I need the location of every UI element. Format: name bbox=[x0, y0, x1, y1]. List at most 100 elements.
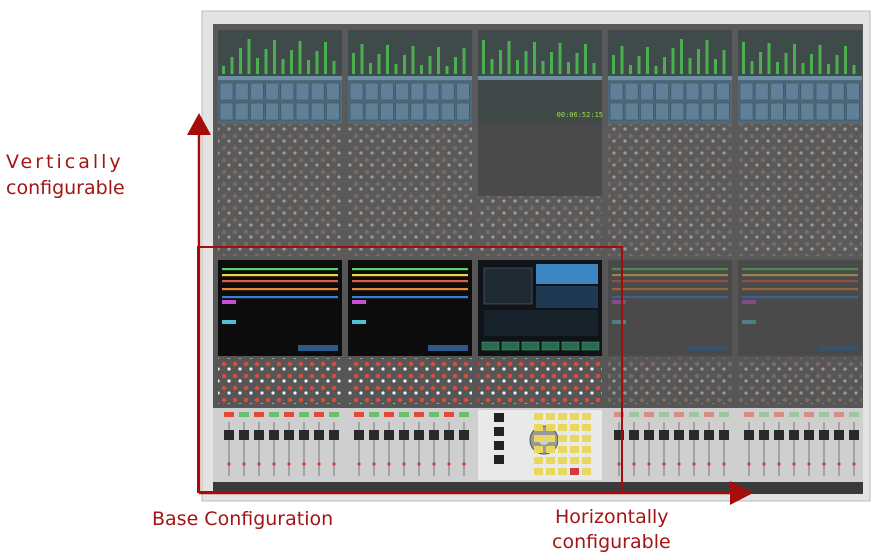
level-meter bbox=[256, 58, 259, 74]
centre-keypad-key bbox=[582, 446, 591, 453]
channel-button bbox=[224, 412, 234, 417]
vertically-configurable-label: Vertically bbox=[6, 151, 124, 173]
upper-tile bbox=[395, 82, 409, 101]
upper-tile bbox=[846, 102, 860, 121]
level-meter bbox=[222, 66, 225, 74]
upper-tile bbox=[219, 102, 234, 121]
upper-tile bbox=[685, 82, 700, 101]
upper-tile bbox=[265, 82, 279, 101]
fader-cap bbox=[849, 430, 859, 440]
channel-button bbox=[384, 412, 394, 417]
level-meter bbox=[273, 40, 276, 74]
level-meter bbox=[759, 52, 762, 74]
level-meter bbox=[332, 61, 336, 74]
fader-led bbox=[807, 462, 811, 466]
channel-button bbox=[689, 412, 699, 417]
channel-button bbox=[849, 412, 859, 417]
centre-soft-key bbox=[481, 341, 500, 351]
upper-tile bbox=[624, 102, 639, 121]
upper-tile bbox=[785, 102, 799, 121]
upper-tile bbox=[754, 102, 769, 121]
horizontal-arrow-head bbox=[730, 481, 753, 505]
channel-button bbox=[704, 412, 714, 417]
centre-keypad-key bbox=[546, 424, 555, 431]
upper-tile bbox=[280, 82, 295, 101]
level-meter bbox=[454, 57, 457, 74]
level-meter bbox=[281, 59, 285, 74]
screen-flag bbox=[222, 300, 236, 304]
channel-button bbox=[819, 412, 829, 417]
centre-keypad-key bbox=[546, 413, 555, 420]
meter-strip bbox=[478, 76, 602, 80]
fader-cap bbox=[284, 430, 294, 440]
level-meter bbox=[230, 57, 234, 74]
upper-tile bbox=[716, 102, 730, 121]
meter-bridge bbox=[738, 30, 862, 76]
level-meter bbox=[584, 44, 587, 74]
centre-upper-display bbox=[478, 80, 602, 124]
screen-footer bbox=[688, 345, 728, 351]
meter-strip bbox=[348, 76, 472, 80]
upper-tile bbox=[326, 102, 340, 121]
centre-blue-header bbox=[536, 264, 598, 284]
level-meter bbox=[264, 49, 268, 74]
channel-button bbox=[354, 412, 364, 417]
upper-tile bbox=[739, 102, 754, 121]
upper-tile bbox=[655, 102, 669, 121]
upper-tile bbox=[685, 102, 700, 121]
upper-tile bbox=[624, 82, 639, 101]
upper-tile bbox=[754, 82, 769, 101]
screen-parameter-row bbox=[612, 268, 728, 271]
centre-keypad-key bbox=[582, 468, 591, 475]
screen-parameter-row bbox=[742, 288, 858, 291]
fader-led bbox=[852, 462, 856, 466]
upper-tile bbox=[739, 82, 754, 101]
screen-parameter-row bbox=[352, 274, 468, 277]
channel-button bbox=[674, 412, 684, 417]
upper-tile bbox=[456, 82, 470, 101]
level-meter bbox=[307, 60, 310, 74]
channel-button bbox=[254, 412, 264, 417]
centre-soft-key bbox=[561, 341, 580, 351]
fader-led bbox=[707, 462, 711, 466]
fader-cap bbox=[254, 430, 264, 440]
channel-button bbox=[269, 412, 279, 417]
fader-led bbox=[447, 462, 451, 466]
centre-keypad-key bbox=[534, 468, 543, 475]
upper-tile bbox=[410, 102, 425, 121]
upper-tile bbox=[640, 102, 654, 121]
lower-knob-field bbox=[608, 358, 732, 404]
centre-keypad-key bbox=[582, 424, 591, 431]
level-meter bbox=[386, 45, 389, 74]
upper-tile bbox=[326, 82, 340, 101]
level-meter bbox=[360, 44, 364, 74]
channel-button bbox=[284, 412, 294, 417]
screen-flag bbox=[612, 320, 626, 324]
level-meter bbox=[784, 53, 788, 74]
fader-led bbox=[387, 462, 391, 466]
centre-keypad-key bbox=[546, 435, 555, 442]
upper-tile bbox=[785, 82, 799, 101]
centre-data-panel bbox=[484, 310, 598, 336]
meter-strip bbox=[608, 76, 732, 80]
level-meter bbox=[612, 55, 615, 74]
upper-tile bbox=[265, 102, 279, 121]
lower-knob-field bbox=[738, 358, 862, 404]
screen-parameter-row bbox=[742, 268, 858, 271]
centre-button bbox=[494, 413, 504, 422]
fader-led bbox=[272, 462, 276, 466]
upper-tile bbox=[770, 82, 784, 101]
fader-led bbox=[837, 462, 841, 466]
level-meter bbox=[482, 40, 485, 74]
upper-tile bbox=[234, 102, 249, 121]
level-meter bbox=[533, 42, 536, 74]
vertically-configurable-label-2: configurable bbox=[6, 177, 125, 199]
level-meter bbox=[575, 53, 579, 74]
fader-cap bbox=[354, 430, 364, 440]
screen-parameter-row bbox=[352, 296, 468, 299]
level-meter bbox=[646, 47, 649, 74]
centre-soft-key bbox=[521, 341, 540, 351]
upper-tile bbox=[716, 82, 730, 101]
level-meter bbox=[516, 60, 519, 74]
upper-tile bbox=[670, 102, 685, 121]
